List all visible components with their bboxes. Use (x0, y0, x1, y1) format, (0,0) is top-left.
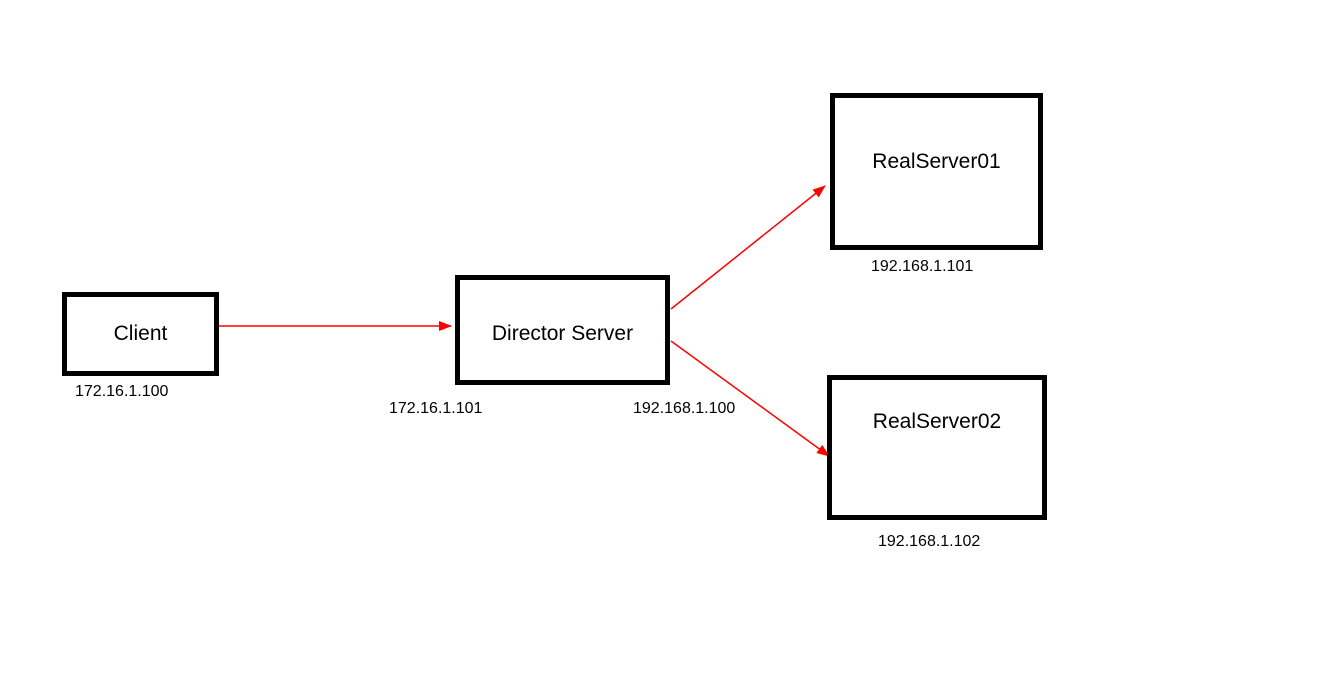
node-realserver01-label: RealServer01 (872, 150, 1001, 173)
director-right-ip-label: 192.168.1.100 (633, 400, 736, 417)
node-director-server-label: Director Server (491, 322, 634, 345)
node-director-server: Director Server (455, 275, 670, 385)
director-left-ip-label: 172.16.1.101 (389, 400, 483, 417)
realserver02-ip-label: 192.168.1.102 (878, 533, 981, 550)
client-ip-label: 172.16.1.100 (75, 383, 169, 400)
node-client: Client (62, 292, 219, 376)
node-realserver01: RealServer01 (830, 93, 1043, 250)
node-realserver02-label: RealServer02 (872, 410, 1002, 433)
node-client-label: Client (113, 322, 168, 345)
arrow-director-to-realserver01 (670, 185, 826, 310)
node-realserver02: RealServer02 (827, 375, 1047, 520)
arrow-director-to-realserver02 (670, 340, 830, 457)
realserver01-ip-label: 192.168.1.101 (871, 258, 974, 275)
